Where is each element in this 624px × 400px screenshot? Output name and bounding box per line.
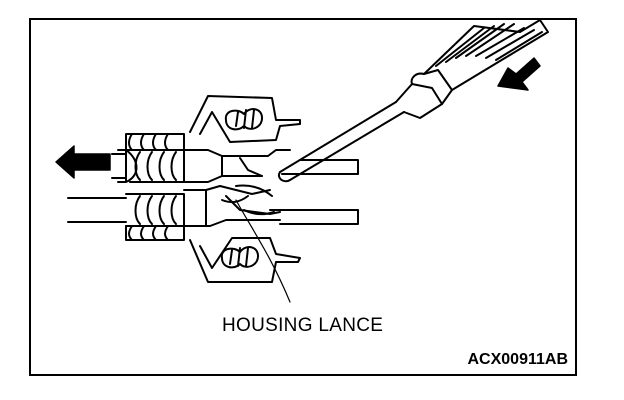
terminals bbox=[183, 149, 359, 227]
push-arrow-icon bbox=[497, 57, 541, 91]
wire-boots bbox=[117, 133, 185, 241]
upper-seal-cavity bbox=[224, 108, 263, 131]
pull-arrow-icon bbox=[55, 145, 111, 179]
wires bbox=[67, 153, 127, 223]
figure-code-label: ACX00911AB bbox=[467, 351, 569, 368]
connector-housing bbox=[189, 95, 301, 283]
housing-lance-label: HOUSING LANCE bbox=[222, 315, 384, 336]
screwdriver bbox=[278, 19, 549, 183]
screwdriver-ferrule bbox=[395, 83, 443, 119]
lower-seal-cavity bbox=[220, 246, 259, 269]
leader-line bbox=[235, 199, 291, 303]
screwdriver-handle bbox=[423, 19, 549, 91]
